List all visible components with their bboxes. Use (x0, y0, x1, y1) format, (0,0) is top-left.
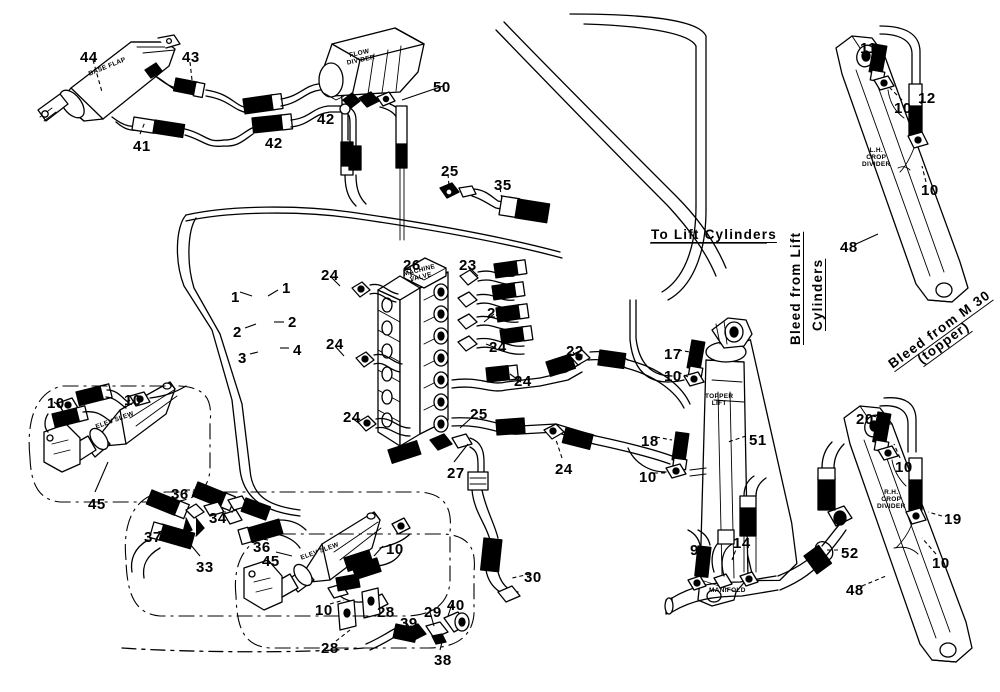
item-number-n-24g: 24 (555, 461, 573, 478)
lh-crop-divider-cylinder (835, 35, 969, 303)
item-number-n-39: 39 (400, 615, 418, 632)
item-number-n-43: 43 (182, 49, 200, 66)
item-number-n-2a: 2 (233, 324, 242, 341)
item-number-n-35: 35 (494, 177, 512, 194)
item-number-n-10g: 10 (47, 395, 65, 412)
component-label-manifold: MANIFOLD (709, 587, 746, 594)
elev-slew-cylinder-lower (243, 511, 382, 611)
item-number-n-26: 26 (403, 257, 421, 274)
item-number-n-45b: 45 (262, 553, 280, 570)
item-number-n-42b: 42 (265, 135, 283, 152)
item-number-n-10f: 10 (932, 555, 950, 572)
item-number-n-10j: 10 (315, 602, 333, 619)
item-number-n-17: 17 (664, 346, 682, 363)
machine-valve-stack (377, 257, 449, 447)
long-hose-routes (176, 13, 727, 517)
item-number-n-51: 51 (749, 432, 767, 449)
mounting-tabs (337, 587, 381, 631)
item-number-n-36a: 36 (171, 486, 189, 503)
flow-divider-block (318, 27, 425, 241)
item-number-n-52a: 52 (841, 545, 859, 562)
hose-35 (439, 182, 551, 224)
topper-lift-cylinder (697, 317, 798, 607)
item-number-n-1a: 1 (231, 289, 240, 306)
hose-43 (151, 73, 249, 114)
item-number-n-48a: 48 (840, 239, 858, 256)
topper-fittings (627, 299, 707, 479)
item-number-n-23: 23 (459, 257, 477, 274)
item-number-n-10h: 10 (124, 392, 142, 409)
item-number-n-10a: 10 (894, 100, 912, 117)
item-number-n-24d: 24 (487, 305, 505, 322)
item-number-n-12: 12 (918, 90, 936, 107)
item-number-n-33: 33 (196, 559, 214, 576)
machine-outline (28, 385, 475, 649)
hose-41 (111, 116, 225, 147)
hose-22 (587, 349, 691, 409)
item-number-n-24c: 24 (343, 409, 361, 426)
item-number-n-18: 18 (641, 433, 659, 450)
item-number-n-20: 20 (856, 411, 874, 428)
caption-bleed-from-lift-cylinders: Bleed from Lift (788, 231, 803, 345)
bottom-fitting-group (121, 611, 470, 653)
item-number-n-24a: 24 (321, 267, 339, 284)
item-number-n-24f: 24 (514, 373, 532, 390)
item-number-n-29: 29 (424, 604, 442, 621)
item-number-n-28b: 28 (321, 640, 339, 657)
base-flap-cylinder (37, 34, 181, 122)
item-number-n-25b: 25 (470, 406, 488, 423)
item-number-n-48b: 48 (846, 582, 864, 599)
item-number-n-4: 4 (293, 342, 302, 359)
caption-bleed-from-lift-cylinders-2: Cylinders (810, 258, 825, 331)
item-number-n-3: 3 (238, 350, 247, 367)
item-number-n-2b: 2 (288, 314, 297, 331)
item-number-n-30: 30 (524, 569, 542, 586)
elev-slew-cylinder-upper (43, 381, 178, 473)
caption-to-lift-cylinders: To Lift Cylinders (651, 227, 777, 242)
elev-slew-upper-fittings (44, 383, 187, 433)
item-number-n-25a: 25 (441, 163, 459, 180)
item-number-n-10i: 10 (386, 541, 404, 558)
item-number-n-19: 19 (944, 511, 962, 528)
lh-divider-fittings (868, 25, 929, 173)
item-number-n-37: 37 (144, 529, 162, 546)
item-number-n-34: 34 (209, 510, 227, 527)
item-number-n-40: 40 (447, 597, 465, 614)
item-number-n-11: 11 (860, 40, 877, 57)
item-number-n-10c: 10 (664, 368, 682, 385)
item-number-n-36b: 36 (253, 539, 271, 556)
item-number-n-45a: 45 (88, 496, 106, 513)
item-number-n-1b: 1 (282, 280, 291, 297)
item-number-n-10b: 10 (921, 182, 939, 199)
rh-divider-fittings (872, 397, 927, 549)
item-number-n-38: 38 (434, 652, 452, 669)
item-number-n-41: 41 (133, 138, 151, 155)
item-number-n-14: 14 (733, 535, 751, 552)
item-number-n-10e: 10 (895, 459, 913, 476)
leader-lines (53, 45, 943, 651)
item-number-n-10d: 10 (639, 469, 657, 486)
manifold-assembly (664, 441, 853, 615)
item-number-n-50: 50 (433, 79, 451, 96)
item-number-n-42a: 42 (317, 111, 335, 128)
item-number-n-22: 22 (566, 343, 584, 360)
item-number-n-28a: 28 (377, 604, 395, 621)
item-number-n-44: 44 (80, 49, 98, 66)
lower-valve-hoses (429, 349, 673, 603)
item-number-n-9: 9 (690, 542, 699, 559)
item-number-n-24b: 24 (326, 336, 344, 353)
item-number-n-24e: 24 (489, 339, 507, 356)
item-number-n-27: 27 (447, 465, 465, 482)
valve-elbow-fittings (351, 259, 534, 464)
